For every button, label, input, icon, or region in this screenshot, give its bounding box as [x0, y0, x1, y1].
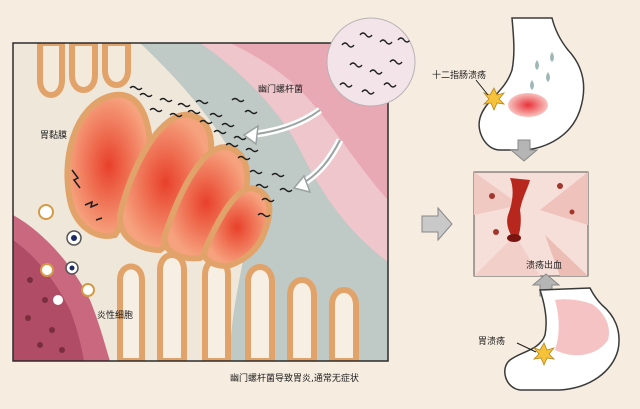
- blood-vessel-inner: [13, 240, 84, 361]
- inflamed-villi: [64, 91, 273, 270]
- label-gastric-mucosa: 胃黏膜: [40, 131, 68, 141]
- gastric-ulcer-burst: [532, 342, 556, 367]
- figure-caption: 幽门螺杆菌导致胃炎,通常无症状: [230, 374, 359, 384]
- stomach-top: [475, 17, 585, 151]
- signal-marks: [71, 169, 103, 221]
- arrow-up: [531, 273, 561, 297]
- bacteria-magnifier: [326, 17, 416, 107]
- duodenal-ulcer-pointer: [475, 79, 489, 96]
- ulcer-bleeding-box: [473, 171, 589, 277]
- arrow-down: [509, 139, 539, 162]
- panel-frame: [12, 42, 389, 362]
- stomach-bottom: [504, 287, 620, 391]
- blood-cells: [25, 277, 65, 353]
- label-gastric-ulcer: 胃溃疡: [478, 337, 506, 347]
- label-ulcer-bleeding: 溃疡出血: [526, 261, 563, 271]
- bacteria-arrows: [242, 107, 344, 194]
- main-panel: [12, 17, 416, 362]
- right-panel: [421, 17, 620, 391]
- inflammatory-cells: [38, 204, 95, 305]
- upper-glands: [37, 43, 131, 98]
- lower-glands: [117, 252, 359, 361]
- label-inflammatory-cells: 炎性细胞: [97, 311, 134, 321]
- gastric-ulcer-pointer: [516, 342, 537, 353]
- bacteria-cluster: [129, 85, 293, 218]
- label-duodenal-ulcer: 十二指肠溃疡: [432, 71, 487, 81]
- label-helicobacter-pylori: 幽门螺杆菌: [258, 85, 304, 95]
- duodenal-ulcer-burst: [482, 87, 506, 112]
- arrow-right: [421, 206, 453, 242]
